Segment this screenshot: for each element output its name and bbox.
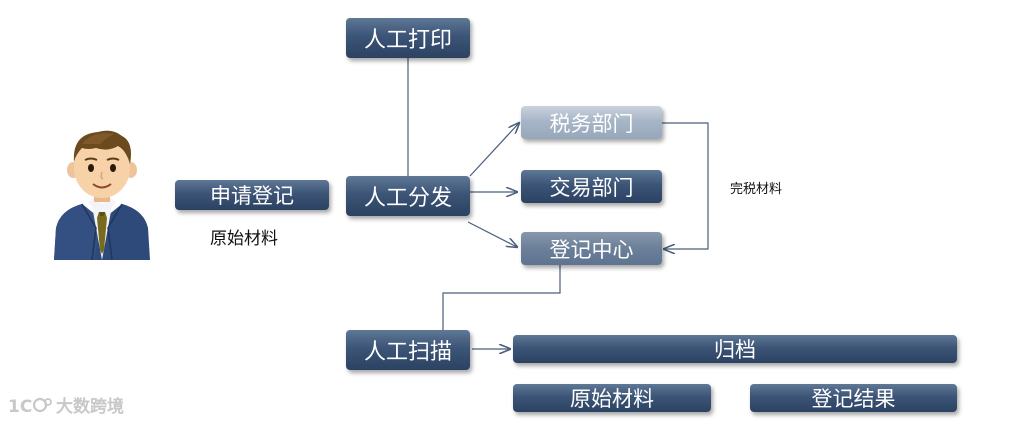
registration-center-label: 登记中心 [549,237,634,262]
trade-department-label: 交易部门 [549,175,634,200]
brand-name: 大数跨境 [56,397,124,417]
archive-box: 归档 [513,335,957,363]
manual-scan-label: 人工扫描 [363,340,452,365]
manual-distribution-box: 人工分发 [346,176,470,216]
watermark: 1C 大数跨境 [8,392,124,418]
registration-result-label: 登记结果 [811,387,896,411]
manual-scan-box: 人工扫描 [346,330,470,370]
manual-distribution-label: 人工分发 [363,186,452,211]
tax-paid-materials-label: 完税材料 [730,182,783,197]
connector-center-to-scan [442,264,561,330]
businessman-avatar-icon [54,130,150,260]
manual-print-box: 人工打印 [346,18,470,58]
tax-department-label: 税务部门 [549,111,634,136]
tax-department-box: 税务部门 [521,106,662,139]
arrow-to-tax-department [469,123,519,177]
original-materials-label: 原始材料 [210,229,278,249]
arrow-to-registration-center [467,221,517,247]
trade-department-box: 交易部门 [521,170,662,203]
brand-logo-icon: 1C [8,397,52,417]
archive-label: 归档 [714,338,756,362]
apply-registration-box: 申请登记 [175,180,329,210]
arrow-tax-to-center [662,122,709,249]
brand-logo-text: 1C [8,397,32,417]
original-materials-box-label: 原始材料 [570,387,654,411]
original-materials-box: 原始材料 [513,384,711,412]
manual-print-label: 人工打印 [363,28,452,53]
registration-result-box: 登记结果 [750,384,957,412]
registration-center-box: 登记中心 [521,232,662,265]
apply-registration-label: 申请登记 [210,184,294,208]
